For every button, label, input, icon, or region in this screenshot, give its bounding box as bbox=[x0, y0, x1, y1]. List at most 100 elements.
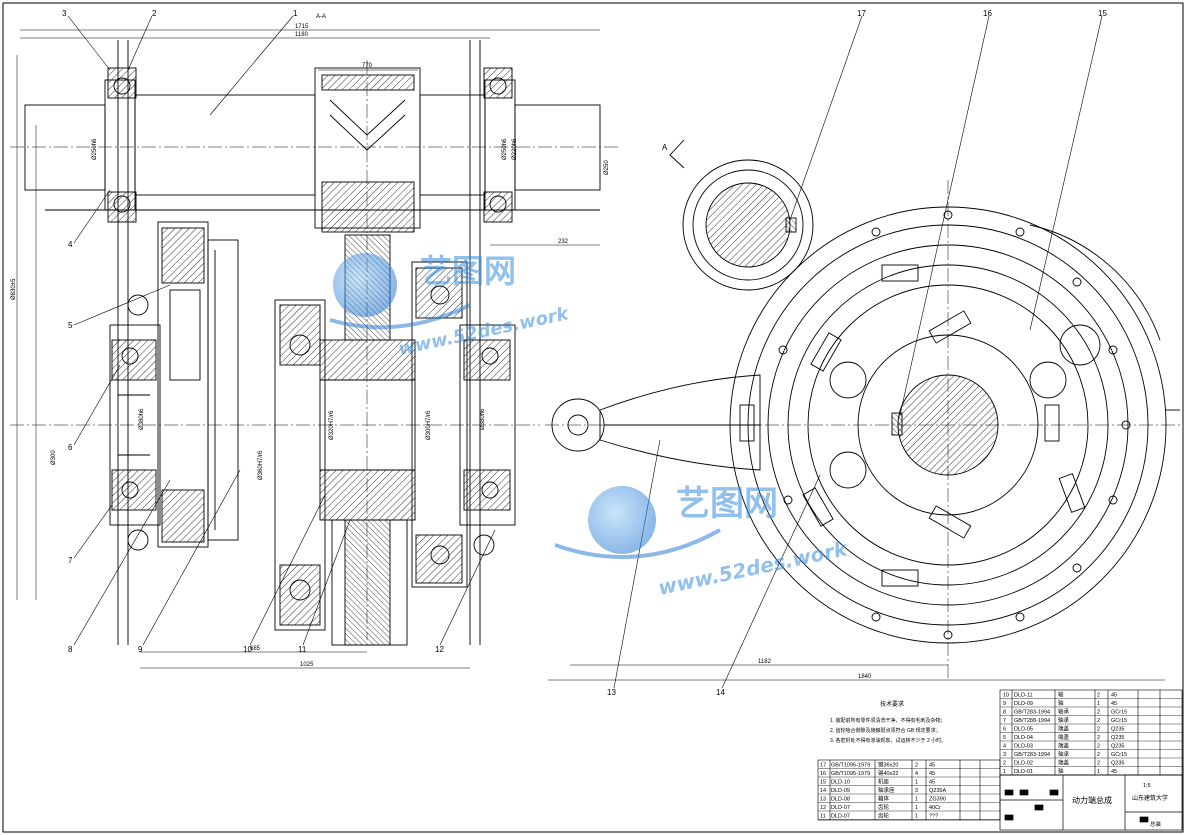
section-view bbox=[10, 29, 620, 669]
bom-cell-code: DLD-09 bbox=[831, 788, 850, 794]
bom-cell-mat: Q235 bbox=[1111, 735, 1124, 741]
bom-cell-no: 5 bbox=[1003, 735, 1006, 741]
bom-cell-code: GB/T1095-1979 bbox=[831, 771, 870, 777]
bom-cell-qty: 3 bbox=[915, 788, 918, 794]
bom-cell-code: GB/T283-1994 bbox=[1014, 752, 1050, 758]
end-view bbox=[545, 139, 1180, 681]
bom-cell-no: 1 bbox=[1003, 769, 1006, 775]
dim-770: 770 bbox=[362, 63, 373, 69]
bom-cell-no: 10 bbox=[1003, 693, 1009, 699]
school-name: 山东建筑大学 bbox=[1132, 794, 1168, 802]
bom-cell-qty: 1 bbox=[915, 797, 918, 803]
bom-cell-name: 轴承 bbox=[1058, 750, 1070, 758]
bom-cell-name: 轴 bbox=[1058, 699, 1064, 707]
bom-cell-name: 键36x20 bbox=[878, 761, 899, 769]
bom-cell-mat: Q235 bbox=[1111, 727, 1124, 733]
watermark-globe-icon bbox=[333, 253, 397, 317]
bom-cell-name: 箱体 bbox=[878, 795, 890, 803]
balloon-10: 10 bbox=[243, 645, 252, 654]
bom-cell-name: 轴承 bbox=[1058, 708, 1070, 716]
bom-cell-no: 17 bbox=[820, 763, 826, 769]
dim-left-total: Ø830±5 bbox=[11, 278, 17, 300]
watermark-globe-icon-2 bbox=[588, 486, 656, 554]
balloon-5: 5 bbox=[68, 321, 73, 330]
tech-note-2: 2. 齿轮啮合侧隙及接触斑点须符合 GB 规定要求； bbox=[830, 727, 941, 734]
bom-cell-code: GB/T288-1994 bbox=[1014, 718, 1050, 724]
bom-cell-name: 轴承座 bbox=[878, 786, 895, 794]
bom-cell-code: DLD-03 bbox=[1014, 744, 1033, 750]
dim-side2: Ø380h6 bbox=[480, 408, 486, 430]
bom-cell-mat: 40Cr bbox=[929, 805, 941, 811]
leader-lines bbox=[67, 15, 1103, 689]
bom-cell-qty: 1 bbox=[915, 805, 918, 811]
dim-shaft-right: Ø250h6 bbox=[502, 138, 508, 160]
bom-cell-code: DLD-07 bbox=[831, 805, 850, 811]
watermark-brand-bottom: 艺图网 bbox=[676, 484, 778, 524]
bom-cell-qty: 2 bbox=[1097, 735, 1100, 741]
tech-notes-title: 技术要求 bbox=[880, 700, 904, 708]
tech-notes: 技术要求 1. 装配前所有零件须清洗干净，不得有毛刺及杂物； 2. 齿轮啮合侧隙… bbox=[830, 700, 946, 744]
balloon-12: 12 bbox=[435, 645, 444, 654]
bom-cell-code: DLD-02 bbox=[1014, 761, 1033, 767]
bom-cell-mat: 45 bbox=[929, 763, 935, 769]
dim-shaft-end: Ø250 bbox=[604, 160, 610, 175]
bom-cell-name: 机座 bbox=[878, 778, 890, 786]
bom-cell-qty: 2 bbox=[1097, 710, 1100, 716]
dim-685: 685 bbox=[250, 646, 261, 652]
bom-cell-mat: 45 bbox=[1111, 769, 1117, 775]
bom-cell-qty: 2 bbox=[1097, 727, 1100, 733]
bom-cell-no: 2 bbox=[1003, 761, 1006, 767]
dim-shaft-fit: Ø220h6 bbox=[512, 138, 518, 160]
bom-cell-name: 齿轮 bbox=[878, 803, 890, 811]
scale-value: 1:5 bbox=[1143, 783, 1151, 789]
bom-cell-no: 15 bbox=[820, 780, 826, 786]
bom-cell-qty: 2 bbox=[1097, 693, 1100, 699]
tech-note-1: 1. 装配前所有零件须清洗干净，不得有毛刺及杂物； bbox=[830, 717, 946, 724]
balloon-13: 13 bbox=[607, 688, 616, 697]
bom-cell-mat: GCr15 bbox=[1111, 718, 1127, 724]
balloon-16: 16 bbox=[983, 9, 992, 18]
balloon-17: 17 bbox=[857, 9, 866, 18]
balloon-2: 2 bbox=[152, 9, 157, 18]
tech-note-3: 3. 各密封处不得有渗油现象，试运转不少于 2 小时。 bbox=[830, 737, 946, 744]
bom-cell-code: GB/T1095-1979 bbox=[831, 763, 870, 769]
dim-1840: 1840 bbox=[858, 674, 872, 680]
bom-cell-mat: Q235A bbox=[929, 788, 946, 794]
bom-cell-mat: GCr15 bbox=[1111, 710, 1127, 716]
bom-cell-qty: 2 bbox=[1097, 718, 1100, 724]
bom-cell-code: GB/T283-1994 bbox=[1014, 710, 1050, 716]
bom-cell-mat: 45 bbox=[1111, 701, 1117, 707]
balloon-11: 11 bbox=[298, 645, 307, 654]
bom-cell-qty: 1 bbox=[915, 780, 918, 786]
bom-cell-mat: 45 bbox=[1111, 693, 1117, 699]
bom-cell-mat: Q235 bbox=[1111, 744, 1124, 750]
bom-cell-no: 7 bbox=[1003, 718, 1006, 724]
bom-cell-code: DLD-10 bbox=[831, 780, 850, 786]
dim-v2: Ø360H7/r6 bbox=[258, 450, 264, 480]
bom-cell-code: DLD-07 bbox=[831, 814, 850, 820]
bom-cell-qty: 2 bbox=[1097, 744, 1100, 750]
bom-cell-no: 12 bbox=[820, 805, 826, 811]
bom-cell-code: DLD-04 bbox=[1014, 735, 1033, 741]
balloon-14: 14 bbox=[716, 688, 725, 697]
dim-1180: 1180 bbox=[295, 32, 309, 38]
sheet-label: 总装 bbox=[1150, 820, 1162, 828]
bom-cell-code: DLD-08 bbox=[831, 797, 850, 803]
bom-cell-no: 14 bbox=[820, 788, 826, 794]
bom-cell-name: 轴 bbox=[1058, 691, 1064, 699]
bom-cell-code: DLD-01 bbox=[1014, 769, 1033, 775]
bom-cell-mat: ZG390 bbox=[929, 797, 946, 803]
bom-cell-name: 端盖 bbox=[1058, 733, 1070, 741]
bom-cell-name: 端盖 bbox=[1058, 725, 1070, 733]
dim-1182: 1182 bbox=[758, 659, 772, 665]
dim-top-mark: A-A bbox=[316, 14, 326, 20]
bom-cell-qty: 4 bbox=[915, 771, 918, 777]
balloon-6: 6 bbox=[68, 443, 73, 452]
dim-side1: Ø380h6 bbox=[139, 408, 145, 430]
bom-cell-mat: 45 bbox=[929, 771, 935, 777]
bom-cell-no: 13 bbox=[820, 797, 826, 803]
bom-cell-name: 端盖 bbox=[1058, 742, 1070, 750]
bom-cell-no: 4 bbox=[1003, 744, 1006, 750]
